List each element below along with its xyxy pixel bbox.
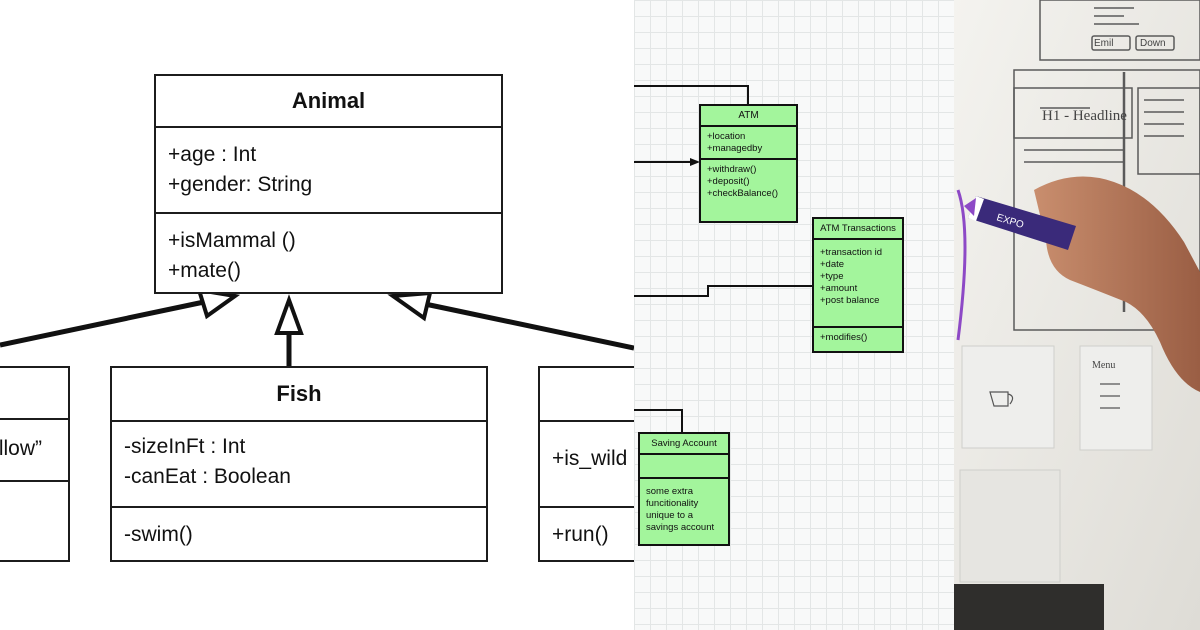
atm-transactions-attribute: +amount <box>820 283 858 294</box>
inheritance-arrowhead-fish <box>274 294 304 335</box>
atm-transactions-attributes: +transaction id +date +type +amount +pos… <box>814 238 902 326</box>
atm-method: +deposit() <box>707 176 750 187</box>
fish-attribute: -sizeInFt : Int <box>124 435 246 458</box>
laptop-edge <box>954 584 1104 630</box>
animal-attribute: +age : Int <box>168 143 257 166</box>
atm-method: +withdraw() <box>707 164 757 175</box>
atm-transactions-class-name: ATM Transactions <box>820 223 896 234</box>
left-subclass: llow” <box>0 366 70 562</box>
saving-account-class: Saving Account some extra funcitionality… <box>638 432 730 546</box>
fish-attribute: -canEat : Boolean <box>124 465 291 488</box>
animal-methods: +isMammal () +mate() <box>156 212 501 296</box>
marker-stroke <box>956 189 967 341</box>
marker: EXPO <box>964 196 1076 250</box>
right-subclass-attributes: +is_wild <box>540 420 634 506</box>
saving-account-note: some extra <box>646 486 693 497</box>
atm-attributes: +location +managedby <box>701 125 796 158</box>
atm-class: ATM +location +managedby +withdraw() +de… <box>699 104 798 223</box>
atm-attribute: +location <box>707 131 746 142</box>
inheritance-arrows <box>0 287 634 367</box>
animal-attribute: +gender: String <box>168 173 313 196</box>
animal-method: +isMammal () <box>168 229 296 252</box>
inheritance-arrowhead-right <box>387 290 433 322</box>
fish-attributes: -sizeInFt : Int -canEat : Boolean <box>112 420 486 506</box>
sticky-note-text: Menu <box>1092 360 1115 371</box>
whiteboard-illustration: Emil Down H1 - Headline Menu EXPO <box>954 0 1200 630</box>
grid-uml-panel: ATM +location +managedby +withdraw() +de… <box>634 0 954 630</box>
scribble-heading: H1 - Headline <box>1042 108 1127 124</box>
atm-transactions-attribute: +type <box>820 271 844 282</box>
saving-account-class-name: Saving Account <box>651 438 717 449</box>
cup-sketch-icon <box>989 391 1014 407</box>
right-subclass-methods: +run() <box>540 506 634 560</box>
atm-transactions-method: +modifies() <box>820 332 868 343</box>
left-subclass-attributes: llow” <box>0 418 68 480</box>
left-uml-panel: Animal +age : Int +gender: String +isMam… <box>0 74 634 562</box>
menu-lines-icon <box>1100 383 1120 409</box>
connector-transactions <box>634 285 812 297</box>
connector-lines <box>634 85 812 432</box>
atm-transactions-attribute: +transaction id <box>820 247 883 258</box>
atm-transactions-class: ATM Transactions +transaction id +date +… <box>812 217 904 353</box>
fish-method: -swim() <box>124 523 193 546</box>
fish-class-name: Fish <box>276 381 322 406</box>
fish-class: Fish -sizeInFt : Int -canEat : Boolean -… <box>110 366 488 562</box>
inheritance-line-left <box>0 299 205 348</box>
animal-class-name: Animal <box>291 88 366 113</box>
sticky-note-3 <box>959 469 1061 583</box>
saving-account-note: savings account <box>646 522 715 533</box>
connector-arrowhead <box>690 158 700 166</box>
saving-account-note: unique to a <box>646 510 694 521</box>
atm-methods: +withdraw() +deposit() +checkBalance() <box>701 158 796 204</box>
sticky-note-2 <box>1079 345 1153 451</box>
right-subclass-attribute: +is_wild <box>552 447 628 470</box>
animal-method: +mate() <box>168 259 241 282</box>
atm-class-name: ATM <box>738 110 759 121</box>
inheritance-line-right <box>424 301 634 351</box>
saving-account-note: funcitionality <box>646 498 699 509</box>
whiteboard-photo: Emil Down H1 - Headline Menu EXPO <box>954 0 1200 630</box>
scribble-button-2: Down <box>1140 38 1166 49</box>
atm-attribute: +managedby <box>707 143 763 154</box>
left-subclass-methods <box>0 480 68 564</box>
atm-method: +checkBalance() <box>707 188 779 199</box>
connector-atm-top <box>634 85 749 104</box>
right-subclass: +is_wild +run() <box>538 366 634 562</box>
saving-account-notes: some extra funcitionality unique to a sa… <box>640 477 728 538</box>
animal-attributes: +age : Int +gender: String <box>156 126 501 212</box>
saving-account-empty-section <box>640 453 728 477</box>
fish-methods: -swim() <box>112 506 486 560</box>
atm-transactions-attribute: +date <box>820 259 845 270</box>
connector-saving <box>634 409 683 432</box>
atm-transactions-attribute: +post balance <box>820 295 880 306</box>
atm-transactions-methods: +modifies() <box>814 326 902 348</box>
animal-class: Animal +age : Int +gender: String +isMam… <box>154 74 503 294</box>
scribble-button-1: Emil <box>1094 38 1113 49</box>
hand <box>1034 176 1200 392</box>
left-subclass-attribute: llow” <box>0 437 42 460</box>
right-subclass-method: +run() <box>552 523 609 546</box>
